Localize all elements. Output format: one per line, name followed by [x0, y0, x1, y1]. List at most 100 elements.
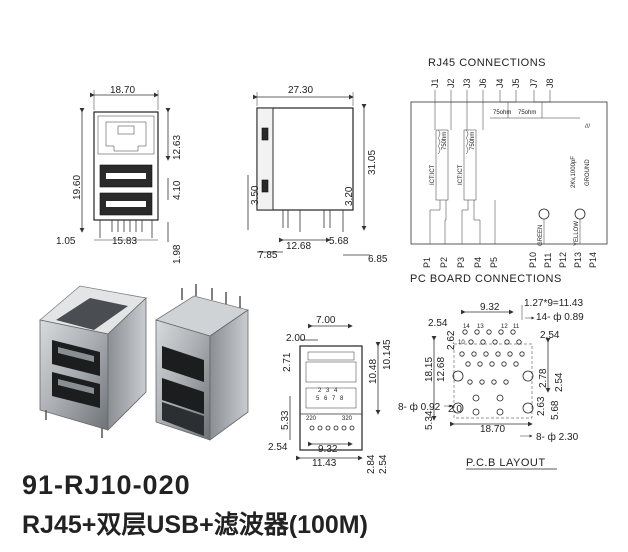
- pcb-num-10: 10: [458, 340, 465, 346]
- pcb-dim-a: 2.54: [428, 318, 448, 329]
- bottom-dim-j: 2.54: [378, 454, 389, 474]
- bottom-pin-8: 8: [340, 396, 344, 402]
- side-dim-left-offset: 7.85: [258, 250, 278, 261]
- side-view: 27.30 31.05 3.20 3.50 12.68 5.68 7.85 6.…: [247, 85, 388, 265]
- pcb-dim-k: 2.63: [536, 396, 547, 416]
- pcb-layout: 14 13 12 11 10 9.32 1.27*9=11.43 14- ф 0…: [398, 298, 584, 470]
- bottom-pin-2: 2: [318, 388, 322, 394]
- pcb-mount-hole-3: [452, 402, 464, 414]
- pcb-num-13: 13: [477, 324, 484, 330]
- bottom-view: 2 3 4 5 6 7 8 220 320 7.00 2.00 2.71 10.…: [268, 315, 393, 474]
- bottom-pin-7: 7: [332, 396, 336, 402]
- pin-j7: J7: [529, 78, 539, 88]
- bottom-dim-d: 10.48: [368, 359, 379, 384]
- schematic-title: RJ45 CONNECTIONS: [428, 57, 546, 69]
- pcb-dim-holes-dia: 14- ф 0.89: [536, 311, 584, 323]
- side-dim-right-offset: 6.85: [368, 254, 388, 265]
- bottom-pin-3: 3: [326, 388, 330, 394]
- pin-j4: J4: [495, 78, 505, 88]
- pcb-dim-e: 12.68: [436, 357, 447, 382]
- pcb-dim-f: 2.78: [538, 368, 549, 388]
- pcb-mount-hole-4: [522, 402, 534, 414]
- pin-j1: J1: [430, 78, 440, 88]
- bottom-dim-i: 2.84: [366, 454, 377, 474]
- schematic-top-pins: J1 J2 J3 J6 J4 J5 J7 J8: [430, 78, 555, 88]
- side-dim-right-pin: 3.20: [344, 186, 355, 206]
- pin-p13: P13: [573, 252, 583, 268]
- side-dim-left-pin: 3.50: [250, 185, 261, 205]
- side-dim-depth: 27.30: [288, 85, 313, 96]
- pcb-num-14: 14: [463, 324, 470, 330]
- pcb-dim-mount: 8- ф 2.30: [536, 431, 579, 443]
- schematic-bottom-pins: P1 P2 P3 P4 P5 P10 P11 P12 P13 P14: [422, 252, 598, 268]
- transformer-2: ICT:ICT: [458, 164, 464, 185]
- bottom-pin-4: 4: [334, 388, 338, 394]
- resistor-1: 75ohm: [493, 110, 511, 116]
- pcb-dim-c: 2.62: [446, 330, 457, 350]
- choke-2: 750hm: [470, 132, 476, 150]
- bottom-pin-320: 320: [342, 416, 353, 422]
- pcb-dim-holes: 1.27*9=11.43: [524, 298, 583, 309]
- bottom-dim-g: 9.32: [318, 444, 338, 455]
- pin-j2: J2: [446, 78, 456, 88]
- pin-j6: J6: [478, 78, 488, 88]
- pcb-dim-pitch: 9.32: [480, 302, 500, 313]
- front-dim-left: 1.05: [56, 236, 76, 247]
- pcb-num-12: 12: [501, 324, 508, 330]
- ground-symbol: ///: [585, 124, 590, 130]
- pin-j3: J3: [462, 78, 472, 88]
- schematic: RJ45 CONNECTIONS J1 J2 J3 J6 J4 J5 J7 J8…: [410, 57, 608, 285]
- pcb-dim-i: 5.34: [424, 410, 435, 430]
- pcb-num-11: 11: [513, 324, 520, 330]
- bottom-pin-5: 5: [316, 396, 320, 402]
- front-view: 18.70 19.60 12.63 4.10 1.98 1.05 15.83: [56, 85, 183, 264]
- pcb-dim-j: 2.0: [448, 404, 462, 415]
- front-dim-usb-gap: 4.10: [172, 180, 183, 200]
- part-description: RJ45+双层USB+滤波器(100M): [22, 511, 368, 539]
- pin-p4: P4: [473, 257, 483, 268]
- led-yellow: YELLOW: [574, 221, 580, 246]
- front-dim-height: 19.60: [72, 175, 83, 200]
- pin-p3: P3: [456, 257, 466, 268]
- transformer-1: ICT:ICT: [430, 164, 436, 185]
- bottom-dim-top: 7.00: [316, 315, 336, 326]
- bottom-pin-220: 220: [306, 416, 317, 422]
- product-photo-front: [39, 285, 147, 438]
- pin-j8: J8: [545, 78, 555, 88]
- front-dim-width: 18.70: [110, 85, 135, 96]
- side-dim-pitch-a: 12.68: [286, 241, 311, 252]
- pin-j5: J5: [511, 78, 521, 88]
- pin-p14: P14: [588, 252, 598, 268]
- pcb-dim-width: 18.70: [480, 424, 505, 435]
- pin-p12: P12: [558, 252, 568, 268]
- bottom-dim-f: 2.54: [268, 442, 288, 453]
- bottom-dim-b: 2.71: [282, 352, 293, 372]
- side-dim-pitch-b: 5.68: [329, 236, 349, 247]
- led-green: GREEN: [538, 225, 544, 246]
- schematic-footer: PC BOARD CONNECTIONS: [410, 273, 562, 285]
- pin-p10: P10: [528, 252, 538, 268]
- part-number: 91-RJ10-020: [22, 470, 191, 500]
- choke-1: 750hm: [442, 132, 448, 150]
- pcb-dim-d: 18.15: [424, 357, 435, 382]
- front-dim-pin-length: 1.98: [172, 244, 183, 264]
- pin-p11: P11: [543, 253, 553, 268]
- pin-p5: P5: [489, 257, 499, 268]
- pcb-signal-holes: [459, 329, 525, 385]
- pcb-mount-hole-1: [452, 370, 464, 382]
- pin-p1: P1: [422, 257, 432, 268]
- front-dim-pin-span: 15.83: [112, 236, 137, 247]
- pcb-dim-h: 8- ф 0.92: [398, 401, 441, 413]
- pin-p2: P2: [439, 257, 449, 268]
- ground-label: GROUND: [585, 159, 591, 186]
- pcb-dim-b: 2.54: [540, 330, 560, 341]
- bottom-dim-h: 11.43: [312, 458, 337, 469]
- bottom-pin-6: 6: [324, 396, 328, 402]
- pcb-mount-hole-2: [522, 370, 534, 382]
- front-dim-rj45: 12.63: [172, 135, 183, 160]
- bottom-dim-c: 10.145: [382, 339, 393, 370]
- capacitor-label: 2Kv,1000pF: [571, 156, 577, 188]
- pcb-dim-l: 5.68: [550, 400, 561, 420]
